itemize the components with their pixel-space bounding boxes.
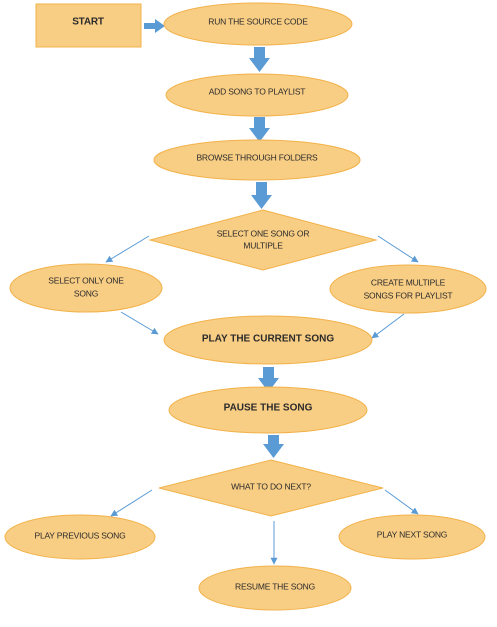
select-decision-line-1: SELECT ONE SONG OR	[217, 228, 310, 238]
browse-folders-label: BROWSE THROUGH FOLDERS	[196, 152, 318, 162]
select-one-line-2: SONG	[74, 288, 98, 298]
play-current-node: PLAY THE CURRENT SONG	[163, 315, 373, 365]
add-song-label: ADD SONG TO PLAYLIST	[209, 86, 306, 96]
pause-label: PAUSE THE SONG	[224, 403, 313, 414]
browse-folders-node: BROWSE THROUGH FOLDERS	[153, 139, 361, 181]
play-next-label: PLAY NEXT SONG	[377, 529, 447, 539]
create-multiple-line-2: SONGS FOR PLAYLIST	[364, 290, 453, 300]
start-node: START	[35, 3, 142, 48]
select-decision-node: SELECT ONE SONG OR MULTIPLE	[148, 209, 378, 271]
what-next-label: WHAT TO DO NEXT?	[231, 481, 311, 491]
create-multiple-line-1: CREATE MULTIPLE	[371, 277, 446, 287]
pause-node: PAUSE THE SONG	[168, 386, 368, 434]
play-previous-label: PLAY PREVIOUS SONG	[34, 530, 125, 540]
arrow-select-to-one	[105, 235, 150, 263]
arrow-add-to-browse	[249, 117, 270, 142]
select-decision-line-2: MULTIPLE	[243, 240, 283, 250]
resume-node: RESUME THE SONG	[198, 565, 352, 611]
arrow-play-to-pause	[258, 367, 279, 392]
arrow-select-to-multiple	[377, 235, 419, 263]
start-label: START	[72, 17, 104, 28]
arrow-run-to-add	[249, 47, 270, 72]
arrow-one-to-play	[120, 311, 159, 335]
run-source-node: RUN THE SOURCE CODE	[163, 2, 353, 46]
arrow-next-to-next	[384, 489, 419, 515]
arrow-browse-to-select	[251, 182, 272, 209]
select-one-node: SELECT ONLY ONE SONG	[9, 263, 163, 313]
play-next-node: PLAY NEXT SONG	[338, 514, 486, 560]
arrow-multiple-to-play	[371, 313, 405, 339]
play-current-label: PLAY THE CURRENT SONG	[202, 334, 334, 345]
select-one-line-1: SELECT ONLY ONE	[48, 275, 124, 285]
create-multiple-node: CREATE MULTIPLE SONGS FOR PLAYLIST	[329, 264, 487, 314]
play-previous-node: PLAY PREVIOUS SONG	[4, 514, 156, 560]
run-source-label: RUN THE SOURCE CODE	[208, 16, 308, 26]
add-song-node: ADD SONG TO PLAYLIST	[165, 73, 349, 117]
resume-label: RESUME THE SONG	[235, 581, 315, 591]
what-next-node: WHAT TO DO NEXT?	[158, 459, 384, 517]
arrow-start-to-run	[144, 19, 165, 33]
arrow-next-to-previous	[110, 489, 153, 517]
arrow-pause-to-next	[263, 435, 284, 458]
